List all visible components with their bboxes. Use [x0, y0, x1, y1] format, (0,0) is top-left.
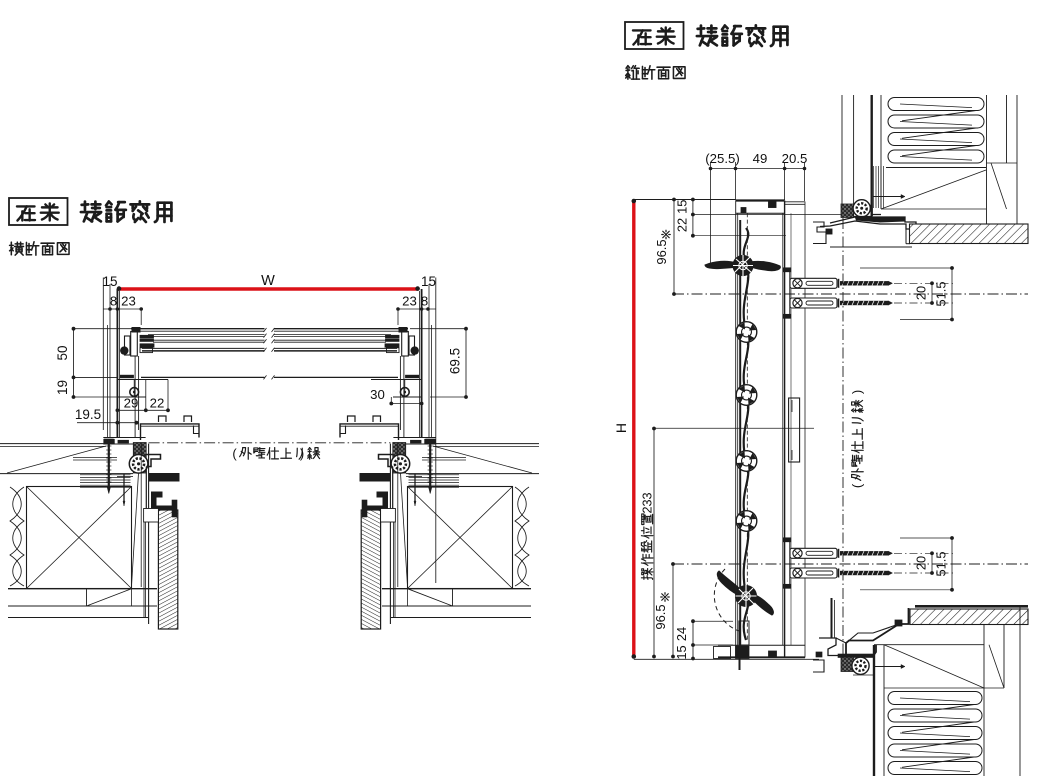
svg-text:W: W: [261, 273, 275, 289]
svg-text:96.5: 96.5: [653, 604, 668, 629]
svg-text:51.5: 51.5: [934, 282, 949, 307]
svg-text:24: 24: [674, 627, 689, 641]
svg-text:29: 29: [124, 396, 139, 411]
svg-text:15: 15: [421, 274, 436, 289]
svg-text:20: 20: [914, 286, 929, 300]
svg-text:19: 19: [55, 380, 70, 395]
svg-text:22: 22: [675, 218, 690, 232]
svg-text:23: 23: [121, 294, 136, 309]
svg-text:20: 20: [914, 556, 929, 570]
svg-text:15: 15: [675, 200, 690, 214]
svg-text:96.5: 96.5: [654, 239, 669, 264]
svg-text:15: 15: [674, 645, 689, 659]
svg-text:49: 49: [753, 151, 768, 166]
svg-text:(: (: [232, 446, 237, 461]
svg-text:51.5: 51.5: [934, 552, 949, 577]
svg-text:69.5: 69.5: [448, 348, 463, 374]
svg-text::233: :233: [641, 492, 655, 517]
svg-text:20.5: 20.5: [782, 151, 808, 166]
svg-text:8: 8: [110, 294, 117, 309]
svg-text:15: 15: [102, 274, 117, 289]
svg-text:23: 23: [402, 294, 417, 309]
svg-text:30: 30: [370, 387, 385, 402]
svg-text:): ): [300, 446, 304, 461]
svg-text:50: 50: [55, 345, 70, 360]
svg-text:H: H: [613, 423, 629, 433]
svg-text:(25.5): (25.5): [705, 151, 739, 166]
svg-text:(: (: [850, 483, 865, 488]
svg-text:8: 8: [421, 294, 428, 309]
svg-text:): ): [850, 390, 865, 394]
svg-text:22: 22: [150, 396, 165, 411]
svg-text:19.5: 19.5: [75, 407, 101, 422]
